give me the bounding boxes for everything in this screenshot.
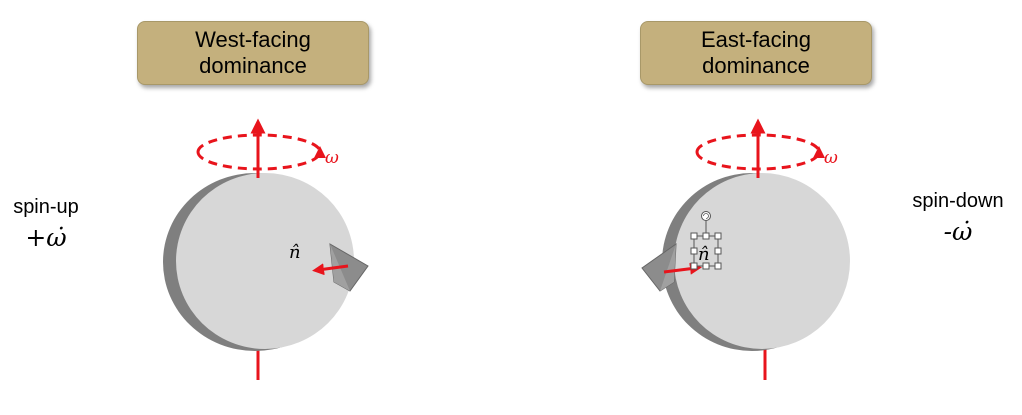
spin-down-text: spin-down bbox=[912, 190, 1004, 212]
rotate-handle-icon[interactable] bbox=[701, 211, 711, 221]
selection-box[interactable] bbox=[690, 211, 722, 270]
resize-handle-bl[interactable] bbox=[690, 262, 698, 270]
spin-up-rate: +ω̇ bbox=[25, 223, 67, 252]
west-facing-title: West-facing dominance bbox=[137, 21, 369, 85]
west-facing-title-text: West-facing dominance bbox=[195, 27, 311, 78]
spin-down-rate: -ω̇ bbox=[943, 217, 973, 246]
resize-handle-tl[interactable] bbox=[690, 232, 698, 240]
right-panel bbox=[641, 118, 850, 380]
normal-label-left: n̂ bbox=[289, 242, 301, 263]
resize-handle-br[interactable] bbox=[714, 262, 722, 270]
rotation-loop-front bbox=[196, 146, 326, 171]
normal-label-right: n̂ bbox=[698, 244, 710, 265]
spin-up-label: spin-up +ω̇ bbox=[6, 196, 86, 252]
left-panel bbox=[163, 118, 369, 380]
spin-up-text: spin-up bbox=[13, 196, 79, 218]
normal-arrow bbox=[312, 263, 349, 276]
resize-handle-tm[interactable] bbox=[702, 232, 710, 240]
resize-handle-mr[interactable] bbox=[714, 247, 722, 255]
facet-plate-face-right bbox=[660, 244, 676, 291]
sphere-right bbox=[674, 173, 850, 349]
east-facing-title: East-facing dominance bbox=[640, 21, 872, 85]
resize-handle-ml[interactable] bbox=[690, 247, 698, 255]
rotation-loop-front-right bbox=[695, 146, 825, 171]
omega-label-left: ω bbox=[325, 148, 339, 168]
sphere bbox=[176, 173, 354, 349]
east-facing-title-text: East-facing dominance bbox=[700, 27, 812, 78]
spin-down-label: spin-down -ω̇ bbox=[898, 190, 1018, 246]
omega-label-right: ω bbox=[824, 148, 838, 168]
resize-handle-tr[interactable] bbox=[714, 232, 722, 240]
resize-handle-bm[interactable] bbox=[702, 262, 710, 270]
